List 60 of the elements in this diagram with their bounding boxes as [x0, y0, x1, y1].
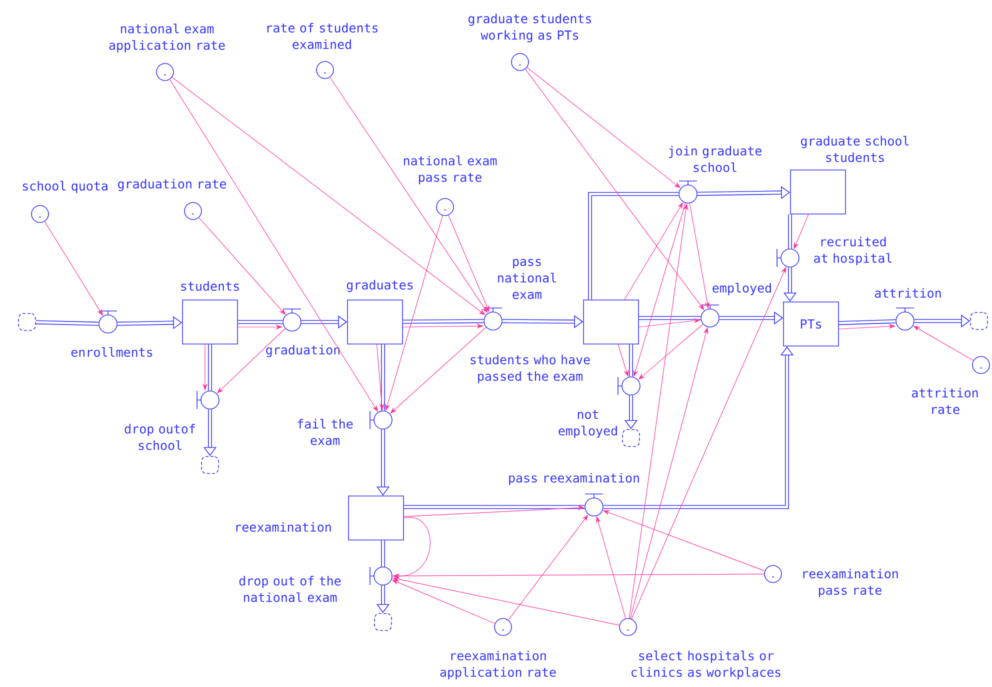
- node-label: pass national exam: [498, 258, 556, 300]
- cloud-symbol: [201, 456, 219, 474]
- flow-valve: recruited at hospital: [776, 236, 892, 268]
- stock-box: PTs: [783, 302, 839, 346]
- node-label: national exam pass rate: [404, 156, 497, 184]
- node-label: school quota: [22, 180, 108, 194]
- cloud-symbol: [622, 429, 640, 447]
- node-label: reexamination application rate: [440, 650, 556, 680]
- flow-pipe: [788, 214, 792, 249]
- flow-pipe: [638, 316, 701, 320]
- node-label: graduation: [266, 344, 340, 358]
- node-label: employed: [712, 282, 771, 296]
- node-label: students who have passed the exam: [470, 354, 590, 384]
- cloud-symbol: [374, 613, 392, 631]
- flow-pipe: [402, 319, 484, 324]
- node-label: graduate school students: [800, 136, 909, 162]
- node-label: reexamination: [236, 522, 331, 532]
- stock-box: students: [181, 281, 239, 344]
- flow-pipe: [381, 540, 385, 567]
- node-label: graduates: [346, 280, 413, 292]
- node-label: attrition: [874, 288, 941, 298]
- flow-valve: enrollments: [71, 310, 152, 357]
- node-label: rate of students examined: [267, 22, 378, 50]
- flow-pipe: [36, 320, 99, 326]
- stock-box: graduate school students: [790, 136, 909, 214]
- flow-pipe: [381, 344, 385, 411]
- flow-valve: drop out of the national exam: [239, 566, 392, 602]
- node-label: pass reexamination: [509, 472, 639, 486]
- cloud-symbol: [18, 313, 36, 331]
- node-label: attrition rate: [912, 388, 978, 414]
- node-label: recruited at hospital: [814, 236, 892, 266]
- node-label: drop outof school: [124, 424, 195, 450]
- node-label: national exam application rate: [109, 24, 225, 52]
- flow-pipe: [208, 344, 212, 391]
- node-label: drop out of the national exam: [239, 576, 341, 602]
- flow-pipe: [629, 344, 633, 377]
- flow-valve: fail the exam: [298, 410, 392, 446]
- node-label: enrollments: [71, 347, 152, 357]
- node-label: not employed: [558, 410, 617, 438]
- cloud-symbol: [970, 312, 988, 330]
- flow-pipe: [404, 505, 585, 509]
- flow-valve: join graduate school: [668, 146, 762, 204]
- flow-valve: attrition: [874, 288, 941, 330]
- flow-pipe: [838, 319, 896, 326]
- flow-valve: graduation: [266, 308, 340, 358]
- flow-valve: pass reexamination: [509, 472, 639, 516]
- node-label: graduation rate: [118, 178, 226, 192]
- node-label: reexamination pass rate: [803, 568, 898, 598]
- stock-box: reexamination: [236, 496, 404, 540]
- flow-valve: employed: [700, 282, 771, 328]
- node-label: fail the exam: [298, 418, 353, 446]
- node-label: join graduate school: [668, 146, 762, 172]
- link-arrow: [525, 68, 704, 310]
- node-label: select hospitals or clinics as workplaces: [632, 650, 780, 680]
- node-label: graduate students working as PTs: [468, 14, 592, 42]
- stock-box: graduates: [346, 280, 413, 344]
- flow-pipe: [588, 192, 679, 300]
- flow-pipe: [238, 320, 283, 324]
- node-label: students: [181, 281, 239, 291]
- flow-valve: drop outof school: [124, 390, 220, 450]
